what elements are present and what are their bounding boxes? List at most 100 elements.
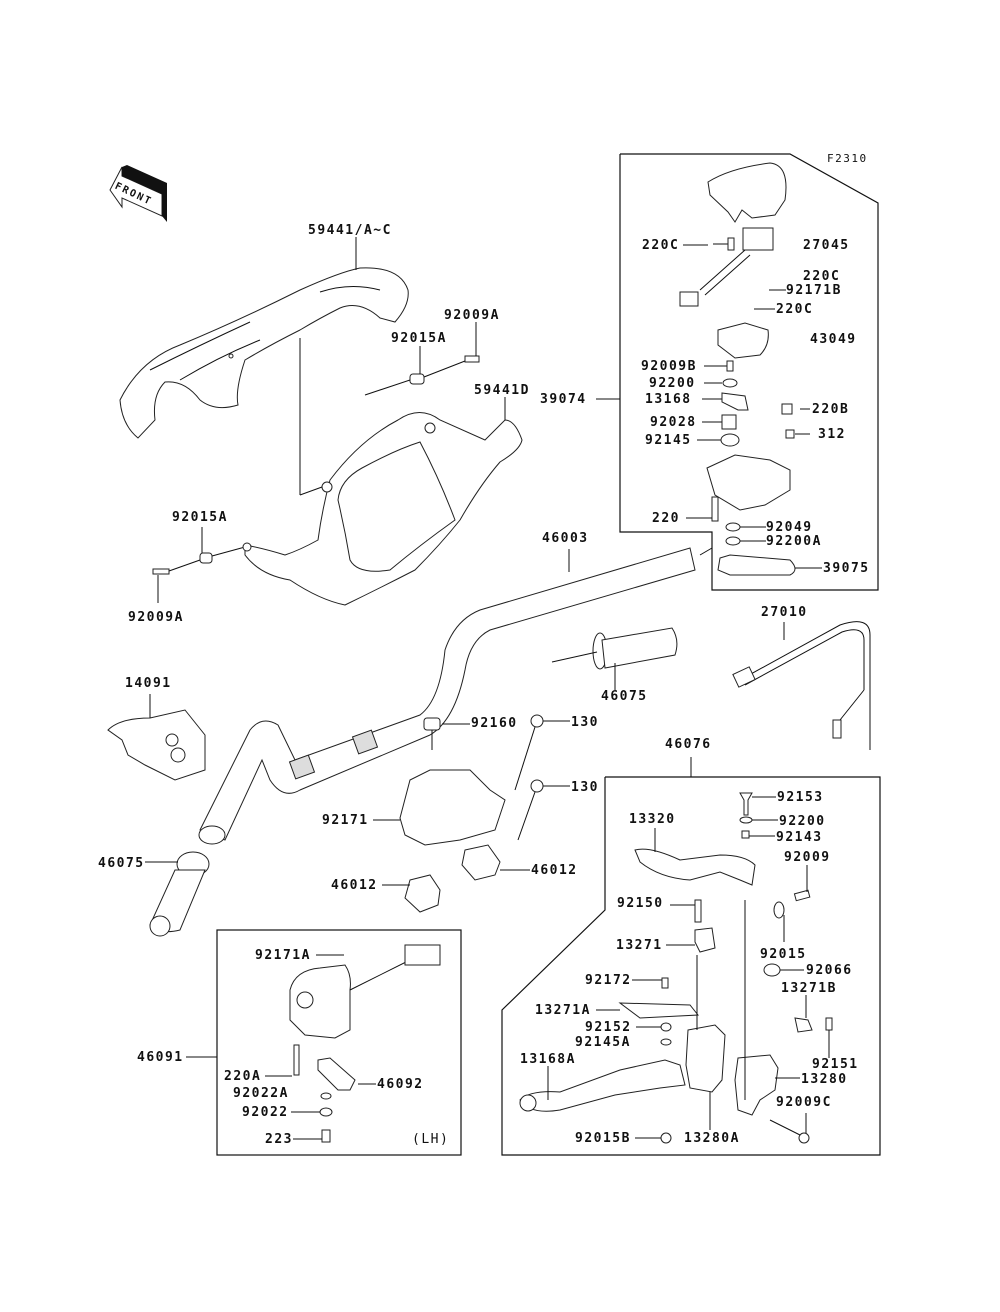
label-92200: 92200 [649, 376, 696, 391]
label-13271b: 13271B [781, 981, 837, 996]
throttle-switch-part [679, 227, 774, 307]
brake-lever-box [501, 757, 881, 1156]
label-92200a: 92200A [766, 534, 822, 549]
label-220c-a: 220C [642, 238, 680, 253]
label-220a: 220A [224, 1069, 262, 1084]
label-13271: 13271 [616, 938, 663, 953]
label-92009a-left: 92009A [128, 610, 184, 625]
label-220b: 220B [812, 402, 850, 417]
throttle-leaders [683, 244, 786, 310]
label-92151: 92151 [812, 1057, 859, 1072]
right-grip-part [551, 627, 678, 690]
wire-clamp-92171 [373, 769, 506, 846]
brake-lower-parts [596, 977, 833, 1058]
label-92145: 92145 [645, 433, 692, 448]
label-92009a-top: 92009A [444, 308, 500, 323]
label-39075: 39075 [823, 561, 870, 576]
fastener-92015A-left [199, 527, 213, 564]
collar-92160 [423, 717, 470, 750]
label-92022a: 92022A [233, 1086, 289, 1101]
lever-13320 [634, 828, 756, 886]
label-46012-a: 46012 [331, 878, 378, 893]
throttle-case-box [596, 153, 879, 591]
switch-small-parts [265, 1044, 376, 1143]
label-92150: 92150 [617, 896, 664, 911]
brake-bottom-parts [635, 900, 810, 1144]
fastener-92009A-top [364, 322, 480, 396]
label-14091: 14091 [125, 676, 172, 691]
label-92171b: 92171B [786, 283, 842, 298]
label-92153: 92153 [777, 790, 824, 805]
label-46076: 46076 [665, 737, 712, 752]
label-92171a: 92171A [255, 948, 311, 963]
throttle-cover-part [707, 162, 787, 223]
throttle-small-parts [697, 360, 810, 447]
bolts-130 [514, 714, 570, 841]
label-92200-b: 92200 [779, 814, 826, 829]
label-13271a: 13271A [535, 1003, 591, 1018]
figure-code: F2310 [827, 152, 868, 165]
label-13168: 13168 [645, 392, 692, 407]
brake-top-parts [739, 792, 778, 839]
label-92160: 92160 [471, 716, 518, 731]
label-220: 220 [652, 511, 680, 526]
label-92049: 92049 [766, 520, 813, 535]
throttle-lever-39075 [717, 554, 822, 576]
label-46092: 46092 [377, 1077, 424, 1092]
label-92152: 92152 [585, 1020, 632, 1035]
label-13280: 13280 [801, 1072, 848, 1087]
label-92066: 92066 [806, 963, 853, 978]
label-220c-c: 220C [776, 302, 814, 317]
label-92009b: 92009B [641, 359, 697, 374]
throttle-cable-part [732, 621, 871, 750]
label-92015: 92015 [760, 947, 807, 962]
fastener-92009A-left [152, 542, 252, 603]
label-130-a: 130 [571, 715, 599, 730]
brake-adjuster-parts [666, 865, 811, 977]
label-39074: 39074 [540, 392, 587, 407]
label-46012-b: 46012 [531, 863, 578, 878]
label-59441d: 59441D [474, 383, 530, 398]
front-arrow-icon [109, 165, 167, 222]
label-92009: 92009 [784, 850, 831, 865]
label-220c-b: 220C [803, 269, 841, 284]
label-92143: 92143 [776, 830, 823, 845]
label-92009c: 92009C [776, 1095, 832, 1110]
left-grip-part [145, 851, 210, 937]
cover-14091-part [107, 694, 206, 781]
label-92028: 92028 [650, 415, 697, 430]
label-92172: 92172 [585, 973, 632, 988]
switch-housing [289, 944, 441, 1039]
label-27010: 27010 [761, 605, 808, 620]
label-92022: 92022 [242, 1105, 289, 1120]
master-cylinder-13280 [734, 1054, 800, 1116]
label-92145a: 92145A [575, 1035, 631, 1050]
label-130-b: 130 [571, 780, 599, 795]
label-13280a: 13280A [684, 1131, 740, 1146]
switch-box [186, 929, 462, 1156]
label-92171: 92171 [322, 813, 369, 828]
handlebar-part [198, 547, 713, 845]
master-cylinder-13280A [685, 1024, 726, 1130]
label-312: 312 [818, 427, 846, 442]
label-46003: 46003 [542, 531, 589, 546]
throttle-plate-43049 [717, 322, 769, 359]
fastener-92015A-top [409, 346, 425, 385]
brake-lever-13168A [519, 1059, 686, 1112]
label-92015a-left: 92015A [172, 510, 228, 525]
label-13320: 13320 [629, 812, 676, 827]
label-43049: 43049 [810, 332, 857, 347]
label-lh: (LH) [412, 1132, 450, 1147]
label-13168a: 13168A [520, 1052, 576, 1067]
label-46075-right: 46075 [601, 689, 648, 704]
label-223: 223 [265, 1132, 293, 1147]
label-59441-a-c: 59441/A~C [308, 223, 392, 238]
clamps-46012 [382, 844, 530, 913]
label-92015b: 92015B [575, 1131, 631, 1146]
label-27045: 27045 [803, 238, 850, 253]
label-46091: 46091 [137, 1050, 184, 1065]
throttle-washers [725, 522, 766, 546]
label-46075-left: 46075 [98, 856, 145, 871]
